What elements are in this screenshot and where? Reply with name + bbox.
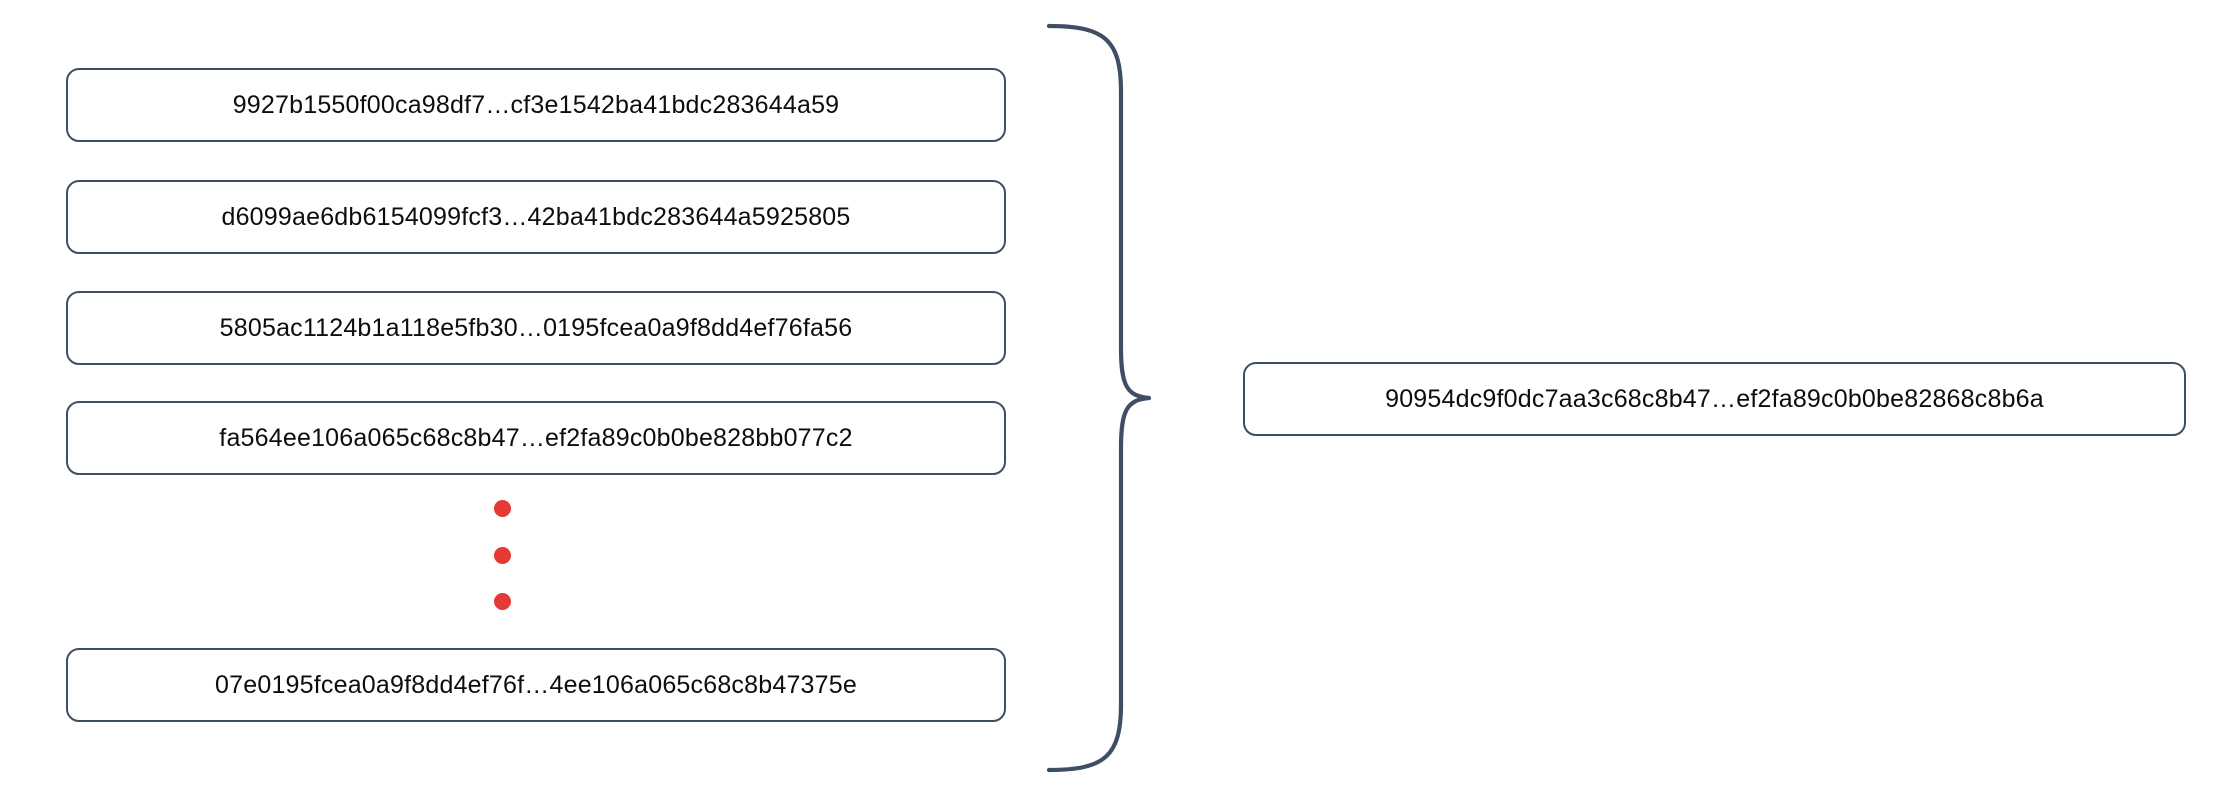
- input-hash-text: 9927b1550f00ca98df7…cf3e1542ba41bdc28364…: [232, 90, 840, 119]
- input-hash-box-2[interactable]: d6099ae6db6154099fcf3…42ba41bdc283644a59…: [66, 180, 1006, 254]
- ellipsis-dots: [494, 500, 511, 610]
- ellipsis-dot-icon: [494, 500, 511, 517]
- ellipsis-dot-icon: [494, 593, 511, 610]
- input-hash-box-5[interactable]: 07e0195fcea0a9f8dd4ef76f…4ee106a065c68c8…: [66, 648, 1006, 722]
- input-hash-text: d6099ae6db6154099fcf3…42ba41bdc283644a59…: [221, 202, 851, 231]
- grouping-brace: [1035, 18, 1155, 778]
- output-hash-box[interactable]: 90954dc9f0dc7aa3c68c8b47…ef2fa89c0b0be82…: [1243, 362, 2186, 436]
- input-hash-text: fa564ee106a065c68c8b47…ef2fa89c0b0be828b…: [219, 423, 853, 452]
- input-hash-box-3[interactable]: 5805ac1124b1a118e5fb30…0195fcea0a9f8dd4e…: [66, 291, 1006, 365]
- input-hash-box-4[interactable]: fa564ee106a065c68c8b47…ef2fa89c0b0be828b…: [66, 401, 1006, 475]
- output-hash-text: 90954dc9f0dc7aa3c68c8b47…ef2fa89c0b0be82…: [1385, 384, 2044, 413]
- input-hash-text: 5805ac1124b1a118e5fb30…0195fcea0a9f8dd4e…: [219, 313, 853, 342]
- input-hash-text: 07e0195fcea0a9f8dd4ef76f…4ee106a065c68c8…: [215, 670, 857, 699]
- input-hash-box-1[interactable]: 9927b1550f00ca98df7…cf3e1542ba41bdc28364…: [66, 68, 1006, 142]
- ellipsis-dot-icon: [494, 546, 511, 564]
